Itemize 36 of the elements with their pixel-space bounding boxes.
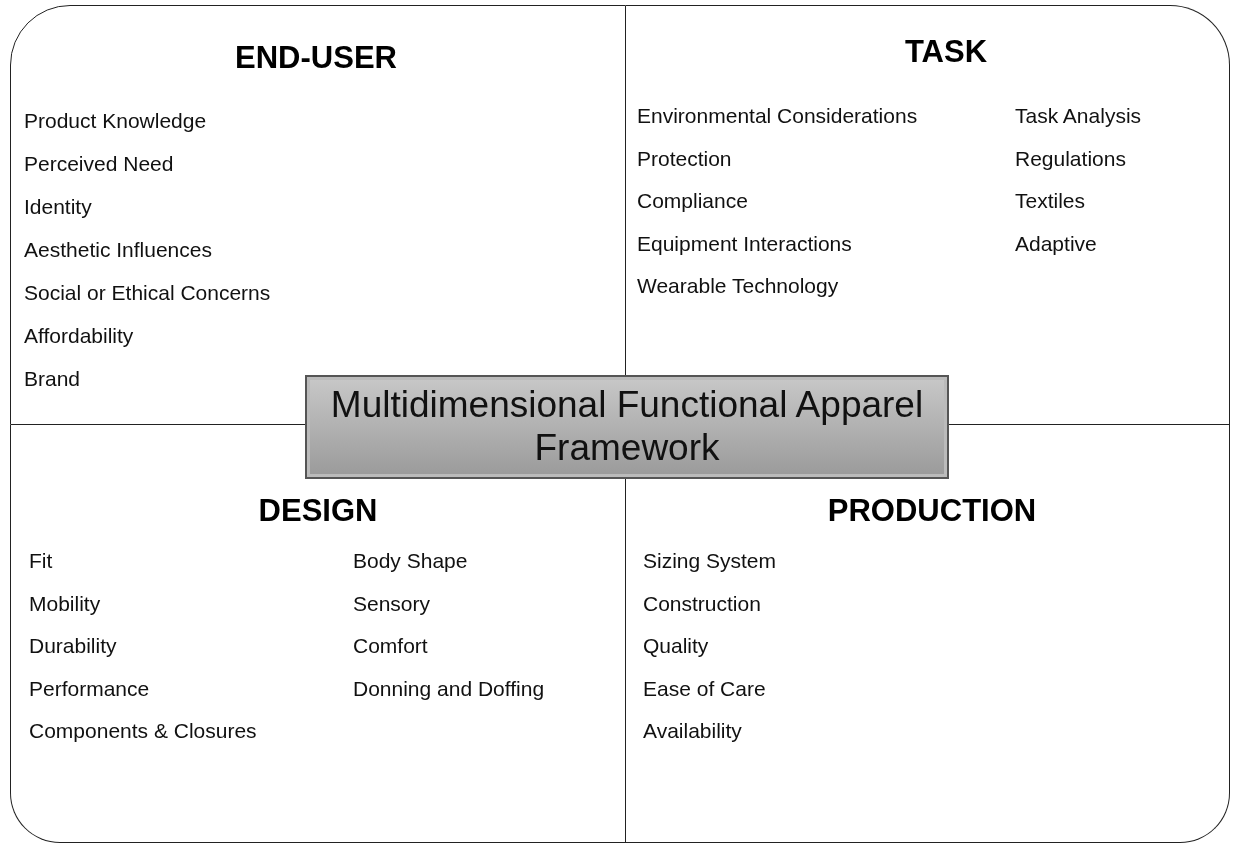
factor-item: Fit	[29, 549, 53, 573]
quadrant-heading: DESIGN	[258, 493, 378, 529]
factor-item: Regulations	[1015, 146, 1126, 171]
quadrant-heading: END-USER	[235, 40, 397, 76]
factor-item: Aesthetic Influences	[24, 238, 212, 262]
factor-item: Brand	[24, 367, 81, 391]
factor-item: Compliance	[637, 189, 748, 213]
factor-item: Durability	[29, 634, 117, 658]
factor-item: Donning and Doffing	[353, 676, 545, 701]
factor-item: Product Knowledge	[24, 109, 207, 133]
factor-item: Textiles	[1015, 189, 1086, 213]
factor-item: Ease of Care	[643, 676, 766, 701]
factor-item: Affordability	[24, 324, 134, 348]
quadrant-heading: PRODUCTION	[827, 493, 1037, 529]
factor-item: Sizing System	[643, 549, 777, 573]
framework-title: Multidimensional Functional Apparel Framework	[329, 384, 925, 470]
factor-item: Performance	[29, 676, 150, 701]
factor-item: Environmental Considerations	[637, 104, 918, 128]
factor-item: Sensory	[353, 591, 431, 616]
factor-item: Body Shape	[353, 549, 468, 573]
factor-item: Components & Closures	[29, 719, 257, 743]
factor-item: Protection	[637, 146, 732, 171]
factor-item: Perceived Need	[24, 152, 174, 176]
factor-item: Availability	[643, 719, 742, 743]
factor-item: Wearable Technology	[637, 274, 839, 298]
factor-item: Equipment Interactions	[637, 231, 852, 256]
factor-item: Adaptive	[1015, 231, 1097, 256]
factor-item: Social or Ethical Concerns	[24, 281, 271, 305]
factor-item: Comfort	[353, 634, 428, 658]
factor-item: Mobility	[29, 591, 101, 616]
quadrant-heading: TASK	[904, 34, 988, 70]
title-box	[305, 375, 949, 479]
factor-item: Quality	[643, 634, 709, 658]
factor-item: Construction	[643, 591, 761, 616]
factor-item: Task Analysis	[1015, 104, 1142, 128]
factor-item: Identity	[24, 195, 92, 219]
